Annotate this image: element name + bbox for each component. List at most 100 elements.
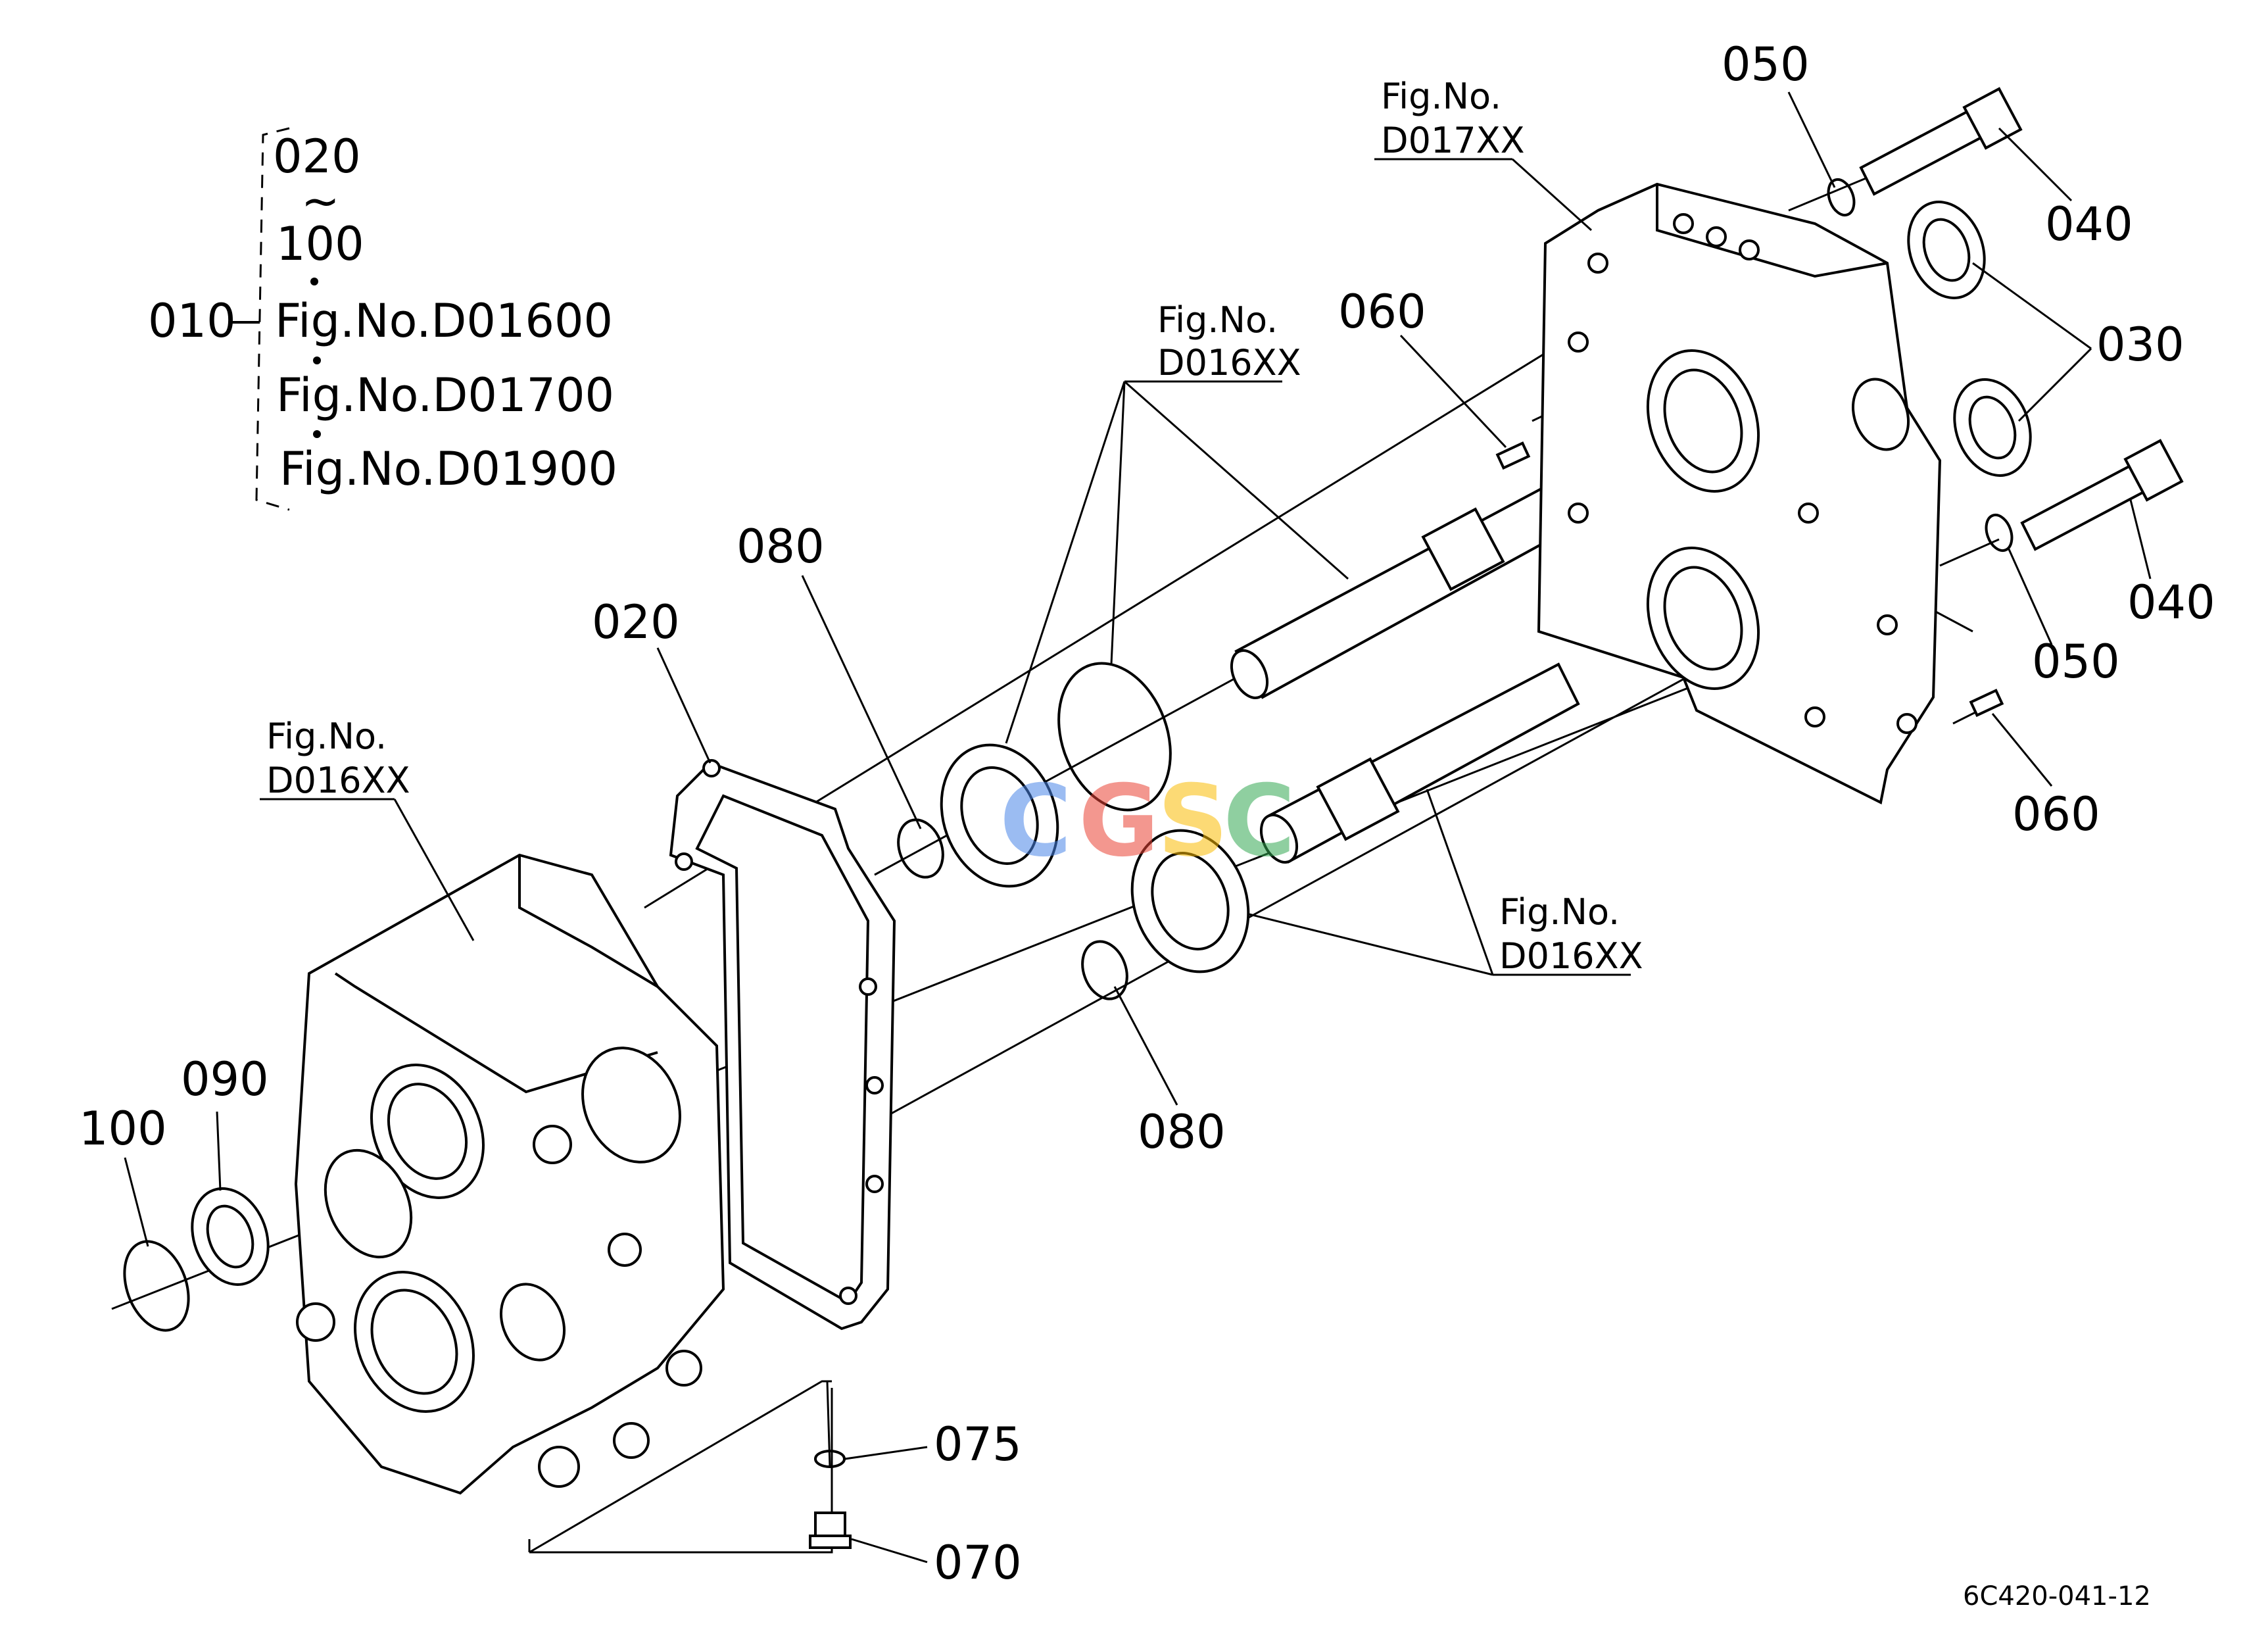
axis-bolt-bottom: [1939, 538, 2000, 567]
bolt-040-top: [1859, 87, 2023, 196]
bearing-lower: [1130, 829, 1250, 973]
housing-bore-right: [581, 1046, 681, 1164]
bolt-040-bottom-head: [2123, 439, 2184, 502]
callout-leader: [844, 1446, 928, 1460]
callout-leader: [2017, 347, 2092, 422]
legend-bracket: [255, 127, 290, 511]
callout-leader: [801, 575, 922, 829]
cover-hole: [1568, 332, 1589, 353]
bearing-lower-race: [1151, 852, 1230, 950]
callout-090: 090: [181, 1052, 269, 1106]
seal-030-lower: [1953, 378, 2032, 477]
fig-ref-leader: [393, 799, 475, 941]
cover-top-edge: [1656, 184, 1888, 278]
gasket-bolt-hole: [865, 1175, 884, 1193]
housing-bore-upper-inner: [387, 1083, 468, 1180]
fig-ref-leader: [1110, 381, 1126, 665]
watermark-letter-c2: C: [1223, 764, 1295, 879]
legend: 010 020 ~ 100 Fig.No.D01600 Fig.No.D0170…: [148, 127, 617, 511]
housing-top-edge: [518, 855, 659, 988]
snap-ring-080-lower: [1081, 940, 1128, 1000]
gasket: [669, 759, 896, 1331]
legend-fig-1: Fig.No.D01600: [275, 294, 613, 348]
callout-leader: [1113, 986, 1178, 1106]
fig-ref-shaft-line1: Fig.No.: [1499, 891, 1620, 933]
fig-ref-cover: Fig.No. D017XX: [1374, 76, 1593, 232]
callout-leader: [216, 1111, 222, 1191]
callout-leader: [851, 1538, 928, 1563]
bearing-upper-outer: [940, 743, 1059, 888]
fig-ref-bearing-top: Fig.No. D016XX: [1005, 299, 1349, 744]
callout-070: 070: [934, 1536, 1022, 1590]
housing-bolt-hole: [665, 1350, 702, 1387]
drain-plug-070: [814, 1512, 846, 1537]
callout-020: 020: [592, 595, 680, 649]
drain-plug-070-head: [809, 1535, 852, 1549]
callout-060-top: 060: [1338, 285, 1426, 339]
legend-range-start: 020: [273, 130, 361, 184]
axis-line-low2: [762, 584, 1855, 1185]
snap-ring-080-upper: [897, 818, 944, 879]
fig-ref-bearing-line2: D016XX: [1157, 342, 1301, 383]
fig-ref-leader: [1124, 380, 1349, 580]
fig-ref-leader: [1005, 381, 1126, 744]
callout-leader: [1787, 91, 1836, 188]
callout-050-bottom: 050: [2032, 635, 2120, 689]
callout-080-upper: 080: [736, 520, 825, 574]
cover-bore-upper-inner: [1663, 368, 1743, 474]
dowel-pin-060-top: [1495, 441, 1531, 470]
watermark-letter-c1: C: [1000, 764, 1072, 879]
cover-bearing-bore-upper: [1646, 349, 1760, 493]
o-ring-075: [814, 1450, 846, 1468]
callout-060-right: 060: [2012, 787, 2100, 841]
fig-ref-cover-line2: D017XX: [1381, 120, 1525, 161]
housing-bolt-hole: [538, 1446, 580, 1488]
shaft-upper-end: [1230, 649, 1269, 699]
callout-leader: [656, 647, 712, 764]
bearing-upper-race: [960, 766, 1039, 865]
legend-range-end: 100: [276, 217, 364, 271]
gasket-outline: [669, 761, 896, 1331]
housing-bore-upper: [370, 1064, 485, 1199]
housing-bolt-hole: [296, 1302, 335, 1342]
housing-bolt-hole: [608, 1233, 642, 1267]
fig-ref-bearing-line1: Fig.No.: [1157, 299, 1278, 341]
fig-ref-leader: [1511, 158, 1593, 232]
callout-leader: [1998, 127, 2073, 202]
housing-bore-lower-inner: [370, 1289, 458, 1395]
callout-leader: [2129, 499, 2152, 579]
callout-100: 100: [79, 1102, 167, 1156]
callout-leader: [1972, 262, 2092, 350]
oil-seal-090: [191, 1187, 270, 1286]
watermark-letter-g: G: [1078, 764, 1159, 879]
seal-030-upper: [1907, 201, 1986, 299]
gasket-bolt-hole: [702, 759, 721, 777]
fig-ref-shaft-line2: D016XX: [1499, 935, 1643, 977]
shaft-lower-end: [1259, 814, 1299, 864]
gasket-bolt-hole: [839, 1287, 857, 1305]
fig-ref-leader: [1249, 913, 1493, 976]
washer-050-top: [1827, 178, 1856, 217]
plug-axis: [826, 1381, 831, 1467]
callout-leader: [2008, 549, 2053, 645]
cover-body: [1537, 182, 1942, 804]
legend-fig-3: Fig.No.D01900: [279, 442, 617, 496]
housing-boss: [499, 1283, 566, 1362]
callout-030: 030: [2096, 318, 2184, 372]
plug-bracket: [528, 1380, 833, 1554]
fig-ref-housing: Fig.No. D016XX: [260, 716, 475, 941]
seal-030-upper-inner: [1922, 218, 1971, 282]
callout-050-top: 050: [1722, 37, 1810, 91]
fig-ref-housing-line2: D016XX: [266, 760, 410, 801]
transmission-housing: [294, 853, 725, 1495]
shaft-lower-gear: [1316, 757, 1400, 841]
housing-bolt-hole: [613, 1422, 650, 1459]
callout-075: 075: [934, 1417, 1022, 1471]
watermark-logo: C G S C: [1000, 764, 1295, 879]
legend-dot: [313, 356, 321, 364]
snap-ring-100: [123, 1240, 190, 1332]
fig-ref-housing-line1: Fig.No.: [266, 716, 387, 757]
washer-050-bottom: [1985, 513, 2014, 553]
housing-bore-left: [324, 1148, 413, 1259]
